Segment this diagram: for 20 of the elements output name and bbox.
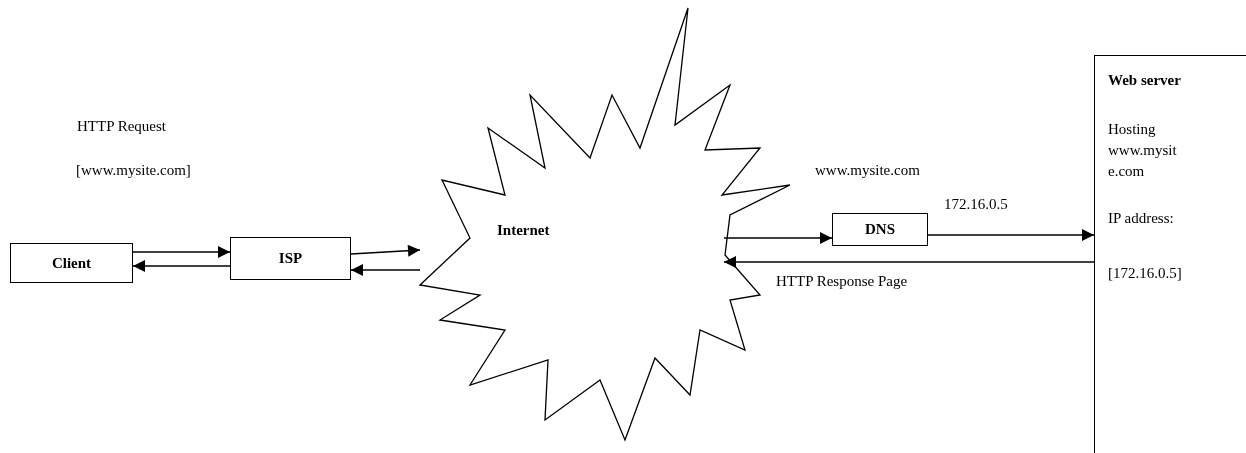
arrow [132,260,231,272]
server-title: Web server [1108,71,1181,90]
arrow [723,256,1095,268]
arrow [350,264,421,276]
arrow [927,229,1095,241]
text-label: HTTP Request [77,118,167,135]
process-box: DNS [832,213,928,246]
text-label: [www.mysite.com] [76,162,191,179]
process-box: Client [10,243,133,283]
server-text: Hosting www.mysite.com [1108,120,1178,181]
node-label: Internet [497,222,550,239]
server-text: [172.16.0.5] [1108,264,1182,283]
arrow [723,232,833,244]
edge-label: HTTP Response Page [776,273,908,290]
process-box: ISP [230,237,351,280]
server-box [1094,55,1246,453]
server-text: IP address: [1108,209,1174,228]
arrow [132,246,231,258]
arrow [350,244,421,257]
text-label: www.mysite.com [815,162,920,179]
